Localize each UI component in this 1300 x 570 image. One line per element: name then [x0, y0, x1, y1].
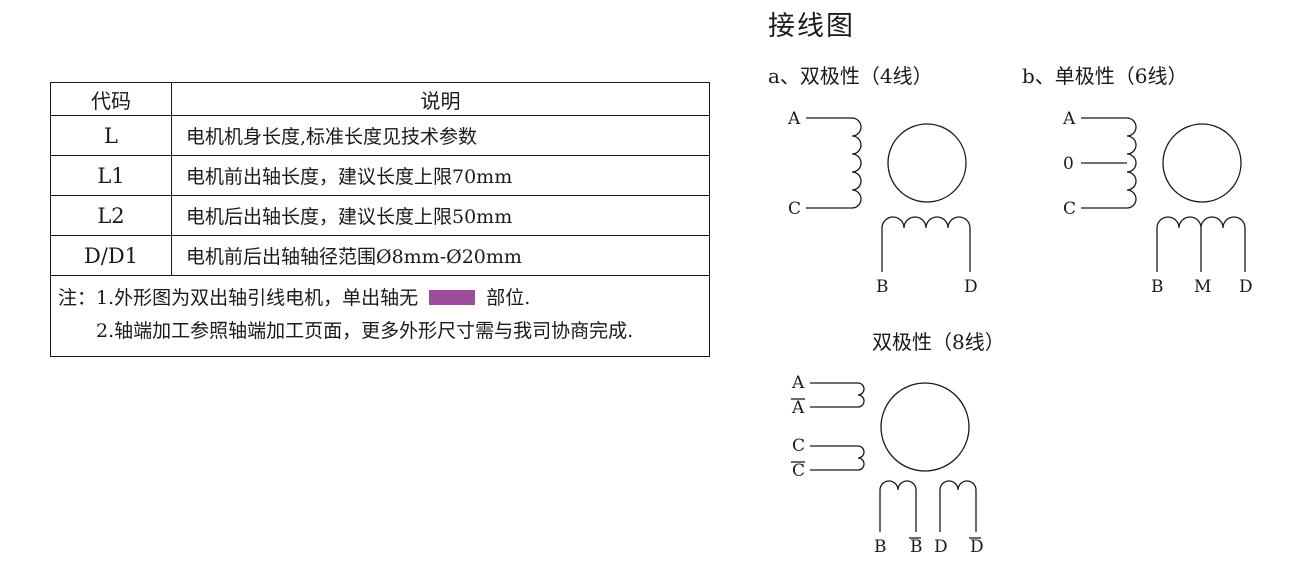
terminal-label-d: D: [964, 277, 978, 297]
table-notes-row: 注：1.外形图为双出轴引线电机，单出轴无 部位. 2.轴端加工参照轴端加工页面，…: [50, 275, 710, 357]
note-line1-suffix: 部位.: [486, 287, 531, 309]
code-cell: D/D1: [50, 235, 172, 276]
notes-cell: 注：1.外形图为双出轴引线电机，单出轴无 部位. 2.轴端加工参照轴端加工页面，…: [50, 275, 710, 357]
terminal-label-a: A: [787, 109, 801, 129]
terminal-label-d: D: [934, 537, 948, 557]
wiring-diagram-title: 接线图: [768, 11, 855, 42]
table-row: L 电机机身长度,标准长度见技术参数: [50, 115, 710, 156]
section-a-label: a、双极性（4线）: [768, 64, 933, 88]
desc-cell: 电机后出轴长度，建议长度上限50mm: [171, 195, 710, 236]
coil-symbol: [857, 445, 865, 471]
note-line-2: 2.轴端加工参照轴端加工页面，更多外形尺寸需与我司协商完成.: [96, 320, 634, 342]
terminal-label-m: M: [1194, 277, 1211, 297]
table-row: L1 电机前出轴长度，建议长度上限70mm: [50, 155, 710, 196]
terminal-label-b: B: [1151, 277, 1164, 297]
terminal-label-b-bar: B: [910, 537, 923, 557]
motor-body-circle: [880, 382, 970, 472]
desc-cell: 电机前后出轴轴径范围Ø8mm-Ø20mm: [171, 235, 710, 276]
spec-table-wrap: 代码 说明 L 电机机身长度,标准长度见技术参数 L1 电机前出轴长度，建议长度…: [50, 82, 710, 357]
terminal-label-a-bar: A: [791, 398, 805, 418]
motor-body-circle: [887, 123, 967, 203]
phase-bd-winding: [881, 216, 971, 272]
coil-symbol: [879, 480, 917, 491]
highlight-swatch: [429, 290, 476, 305]
terminal-label-d: D: [1239, 277, 1253, 297]
bipolar-8wire-diagram: A A C C B B D D: [791, 373, 984, 557]
table-row: L2 电机后出轴长度，建议长度上限50mm: [50, 195, 710, 236]
coil-symbol: [881, 216, 971, 229]
terminal-label-b: B: [874, 537, 887, 557]
section-c-label: 双极性（8线）: [872, 330, 1005, 354]
col-header-desc: 说明: [171, 82, 710, 116]
coil-symbol: [851, 117, 862, 209]
unipolar-6wire-diagram: A 0 C B M D: [1062, 109, 1253, 297]
phase-ac-winding: [806, 117, 862, 209]
note-line1-prefix: 注：1.外形图为双出轴引线电机，单出轴无: [58, 287, 419, 309]
coil-symbol: [1156, 216, 1246, 229]
section-b-label: b、单极性（6线）: [1022, 64, 1188, 88]
table-header-row: 代码 说明: [50, 82, 710, 116]
motor-body-circle: [1162, 123, 1242, 203]
code-cell: L1: [50, 155, 172, 196]
code-spec-table: 代码 说明 L 电机机身长度,标准长度见技术参数 L1 电机前出轴长度，建议长度…: [50, 82, 710, 357]
coil-symbol: [1126, 117, 1137, 209]
terminal-label-d-bar: D: [970, 537, 984, 557]
coil-symbol: [857, 382, 865, 408]
desc-cell: 电机前出轴长度，建议长度上限70mm: [171, 155, 710, 196]
terminal-label-a: A: [791, 373, 805, 393]
code-cell: L2: [50, 195, 172, 236]
desc-cell: 电机机身长度,标准长度见技术参数: [171, 115, 710, 156]
phase-bmd-winding: [1156, 216, 1246, 272]
terminal-label-a: A: [1062, 109, 1076, 129]
col-header-code: 代码: [50, 82, 172, 116]
code-cell: L: [50, 115, 172, 156]
phase-a0c-winding: [1081, 117, 1137, 209]
table-row: D/D1 电机前后出轴轴径范围Ø8mm-Ø20mm: [50, 235, 710, 276]
winding-a-abar: [810, 382, 865, 408]
terminal-label-0: 0: [1063, 154, 1074, 174]
terminal-label-b: B: [876, 277, 889, 297]
terminal-label-c: C: [792, 436, 805, 456]
winding-b-bbar: [879, 480, 917, 532]
note-line-1: 注：1.外形图为双出轴引线电机，单出轴无 部位.: [58, 282, 703, 315]
terminal-label-c: C: [788, 199, 801, 219]
terminal-label-c: C: [1063, 199, 1076, 219]
winding-d-dbar: [939, 480, 977, 532]
terminal-label-c-bar: C: [792, 461, 805, 481]
winding-c-cbar: [810, 445, 865, 471]
coil-symbol: [939, 480, 977, 491]
bipolar-4wire-diagram: A C B D: [787, 109, 978, 297]
